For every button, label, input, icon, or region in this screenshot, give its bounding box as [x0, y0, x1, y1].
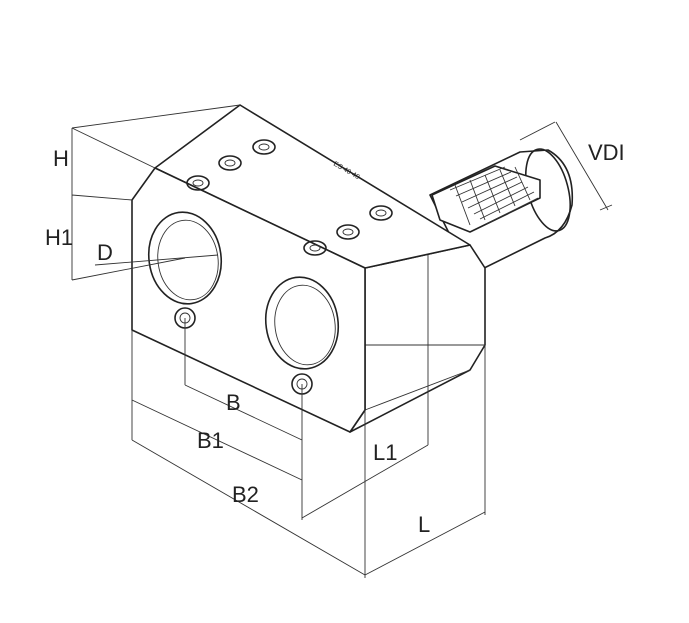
label-L: L [418, 512, 430, 537]
side-face [349, 244, 486, 433]
label-B1: B1 [197, 428, 224, 453]
top-screws [186, 139, 393, 256]
label-H: H [53, 146, 69, 171]
label-D: D [97, 240, 113, 265]
label-B: B [226, 390, 241, 415]
label-VDI: VDI [588, 140, 625, 165]
serration-teeth [449, 166, 539, 226]
bore-right [264, 276, 340, 370]
label-L1: L1 [373, 440, 397, 465]
label-B2: B2 [232, 482, 259, 507]
dimension-lines [71, 104, 613, 578]
bore-left [147, 211, 223, 305]
label-H1: H1 [45, 225, 73, 250]
